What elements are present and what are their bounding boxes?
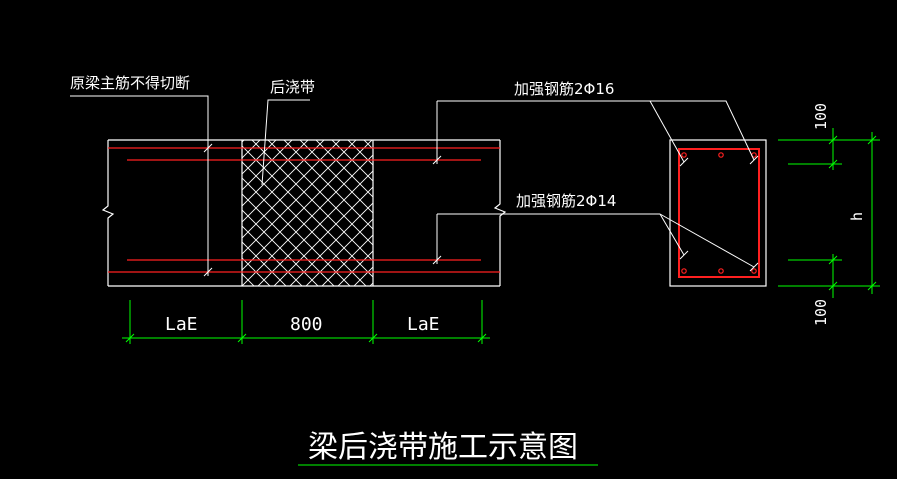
beam-cross-section bbox=[649, 100, 767, 287]
beam-elevation: 原梁主筋不得切断 后浇带 加强钢筋2Φ16 加强钢筋2Φ14 bbox=[70, 74, 660, 287]
drawing-title: 梁后浇带施工示意图 bbox=[308, 430, 578, 465]
dim-cover-bottom: 100 bbox=[812, 299, 830, 326]
horizontal-dimensions bbox=[122, 300, 490, 344]
leader-reinforcing-section bbox=[649, 100, 759, 272]
label-orig-bars: 原梁主筋不得切断 bbox=[70, 74, 190, 92]
post-pour-strip bbox=[241, 140, 374, 286]
dim-left: LaE bbox=[165, 314, 198, 335]
beam-right-break bbox=[493, 140, 507, 286]
dim-cover-top: 100 bbox=[812, 103, 830, 130]
dim-height: h bbox=[848, 212, 866, 221]
vertical-dimensions bbox=[778, 128, 880, 298]
section-bars bbox=[681, 152, 757, 274]
leader-reinforcing-elevation bbox=[432, 100, 660, 265]
label-post-pour: 后浇带 bbox=[270, 78, 315, 96]
beam-left-break bbox=[101, 140, 115, 286]
label-bars-bottom: 加强钢筋2Φ14 bbox=[516, 192, 616, 210]
leader-orig-bars bbox=[70, 95, 213, 277]
dim-middle: 800 bbox=[290, 314, 323, 335]
dim-right: LaE bbox=[407, 314, 440, 335]
section-outline bbox=[669, 139, 767, 287]
leader-post-pour bbox=[261, 99, 310, 186]
label-bars-top: 加强钢筋2Φ16 bbox=[514, 80, 614, 98]
section-stirrup bbox=[678, 148, 760, 278]
